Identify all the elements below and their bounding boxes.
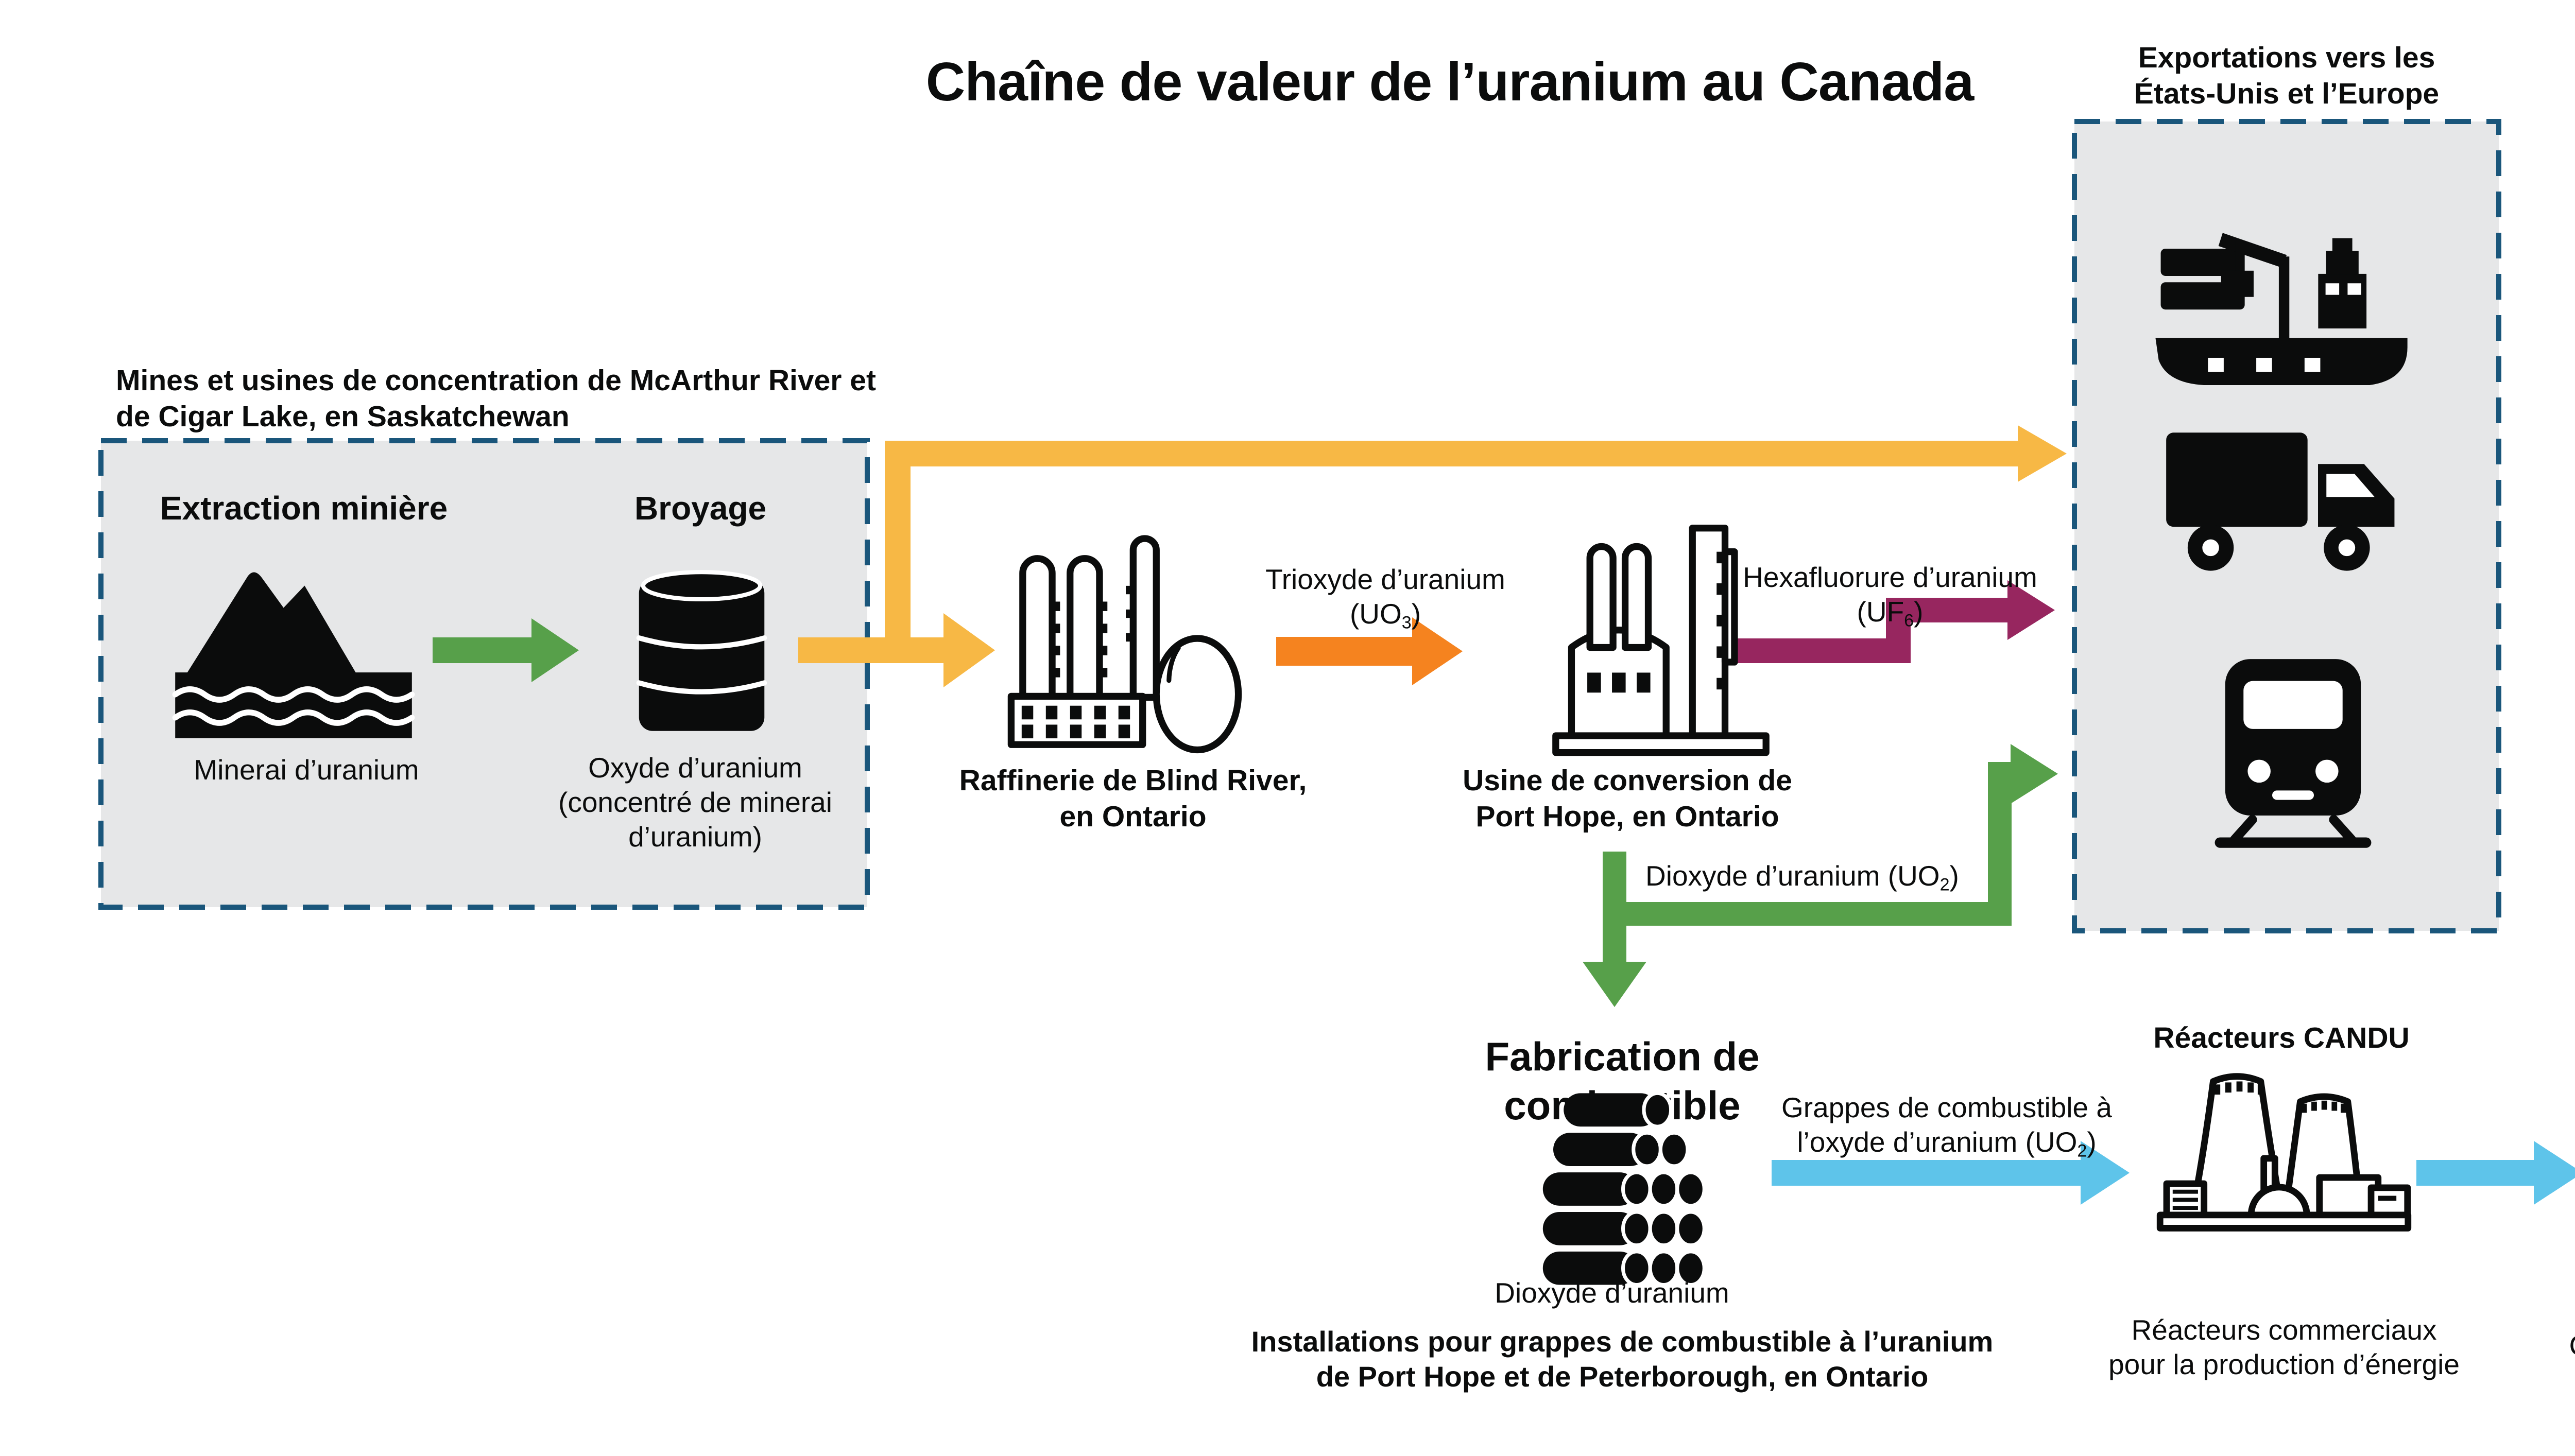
yellow-export-path-top: [885, 441, 2018, 466]
conversion-label-line1: Usine de conversion de: [1463, 764, 1792, 797]
trioxide-label: Trioxyde d’uranium (UO3): [1233, 562, 1537, 634]
green-path-horizontal: [1603, 902, 2012, 926]
exports-title: Exportations vers les États-Unis et l’Eu…: [2081, 40, 2493, 112]
train-icon: [2214, 659, 2372, 848]
fuel-facilities-label: Installations pour grappes de combustibl…: [1231, 1324, 2014, 1395]
candu-reactors-icon: [2156, 1073, 2412, 1232]
dioxide-subscript: 2: [1939, 875, 1950, 895]
fuel-material-label: Dioxyde d’uranium: [1495, 1277, 1729, 1309]
conversion-label-line2: Port Hope, en Ontario: [1475, 800, 1779, 833]
blue-arrow-bundles-to-reactors: [1772, 1160, 2081, 1186]
reactors-desc: Réacteurs commerciaux pour la production…: [2086, 1313, 2482, 1382]
bundles-line1: Grappes de combustible à: [1781, 1091, 2113, 1123]
conversion-label: Usine de conversion de Port Hope, en Ont…: [1447, 763, 1808, 835]
hexafluoride-formula: (UF6): [1857, 596, 1924, 631]
milling-title: Broyage: [634, 490, 767, 527]
mine-icon: [172, 572, 415, 738]
yellow-path-to-refinery: [798, 637, 943, 663]
hexafluoride-line1: Hexafluorure d’uranium: [1743, 561, 2037, 593]
bundles-flow-label: Grappes de combustible à l’oxyde d’urani…: [1759, 1090, 2135, 1162]
conversion-plant-icon: [1552, 525, 1770, 756]
dioxide-flow-label: Dioxyde d’uranium (UO2): [1645, 860, 1959, 895]
extraction-title: Extraction minière: [160, 490, 448, 527]
yellow-arrowhead-exports: [2018, 425, 2067, 482]
orange-arrow-refinery-to-conversion: [1276, 637, 1412, 666]
reactors-title: Réacteurs CANDU: [2153, 1021, 2410, 1054]
trioxide-formula: (UO3): [1349, 598, 1421, 633]
maroon-path-horizontal: [1738, 638, 1911, 663]
oxide-label-line3: d’uranium): [628, 821, 762, 853]
exports-title-line1: Exportations vers les: [2138, 41, 2435, 74]
mining-region-label: Mines et usines de concentration de McAr…: [116, 363, 899, 435]
trioxide-line1: Trioxyde d’uranium: [1265, 563, 1505, 595]
hexafluoride-label: Hexafluorure d’uranium (UF6): [1720, 560, 2060, 632]
refinery-label: Raffinerie de Blind River, en Ontario: [937, 763, 1329, 835]
yellow-arrowhead-refinery: [943, 613, 995, 687]
oxide-label-line2: (concentré de minerai: [558, 786, 832, 819]
exports-title-line2: États-Unis et l’Europe: [2134, 77, 2440, 110]
blue-arrow-reactors-to-storage: [2416, 1160, 2534, 1186]
bundles-subscript: 2: [2077, 1141, 2087, 1161]
hexafluoride-subscript: 6: [1904, 611, 1914, 631]
fuel-facilities-line1: Installations pour grappes de combustibl…: [1251, 1325, 1994, 1358]
oxide-label-line1: Oxyde d’uranium: [588, 752, 802, 784]
refinery-icon: [1007, 535, 1242, 754]
cargo-ship-icon: [2155, 233, 2408, 385]
refinery-label-line1: Raffinerie de Blind River,: [959, 764, 1307, 797]
green-path-up: [1988, 762, 2012, 926]
blue-arrowhead-reactors: [2081, 1141, 2130, 1205]
truck-icon: [2166, 432, 2395, 571]
ore-label: Minerai d’uranium: [194, 754, 419, 786]
green-arrowhead-fuel-fabrication: [1583, 962, 1646, 1007]
reactors-desc-line2: pour la production d’énergie: [2108, 1348, 2460, 1381]
reactors-desc-line1: Réacteurs commerciaux: [2131, 1314, 2437, 1346]
green-arrowhead-milling: [531, 618, 579, 682]
refinery-label-line2: en Ontario: [1059, 800, 1207, 833]
maroon-arrowhead-exports: [2007, 580, 2055, 640]
green-arrowhead-exports: [2011, 744, 2058, 804]
trioxide-subscript: 3: [1401, 613, 1412, 633]
bundles-formula: l’oxyde d’uranium (UO2): [1797, 1126, 2097, 1161]
ore-drum-icon: [636, 570, 767, 731]
oxide-label: Oxyde d’uranium (concentré de minerai d’…: [520, 751, 870, 854]
yellow-path-vertical: [885, 441, 911, 663]
green-arrow-extraction-to-milling: [433, 637, 531, 663]
orange-arrowhead-conversion: [1412, 617, 1463, 685]
fuel-bundles-icon: [1542, 1091, 1706, 1287]
storage-label: Combustible épuisé: [2560, 1328, 2575, 1363]
fuel-facilities-line2: de Port Hope et de Peterborough, en Onta…: [1316, 1360, 1929, 1393]
maroon-path-upper: [1886, 598, 2008, 622]
mining-region-line2: de Cigar Lake, en Saskatchewan: [116, 400, 570, 433]
page-title: Chaîne de valeur de l’uranium au Canada: [925, 51, 1974, 112]
fuel-fabrication-title: Fabrication de combustible: [1485, 1034, 1760, 1128]
mining-region-line1: Mines et usines de concentration de McAr…: [116, 364, 876, 397]
blue-arrowhead-storage: [2534, 1141, 2575, 1205]
